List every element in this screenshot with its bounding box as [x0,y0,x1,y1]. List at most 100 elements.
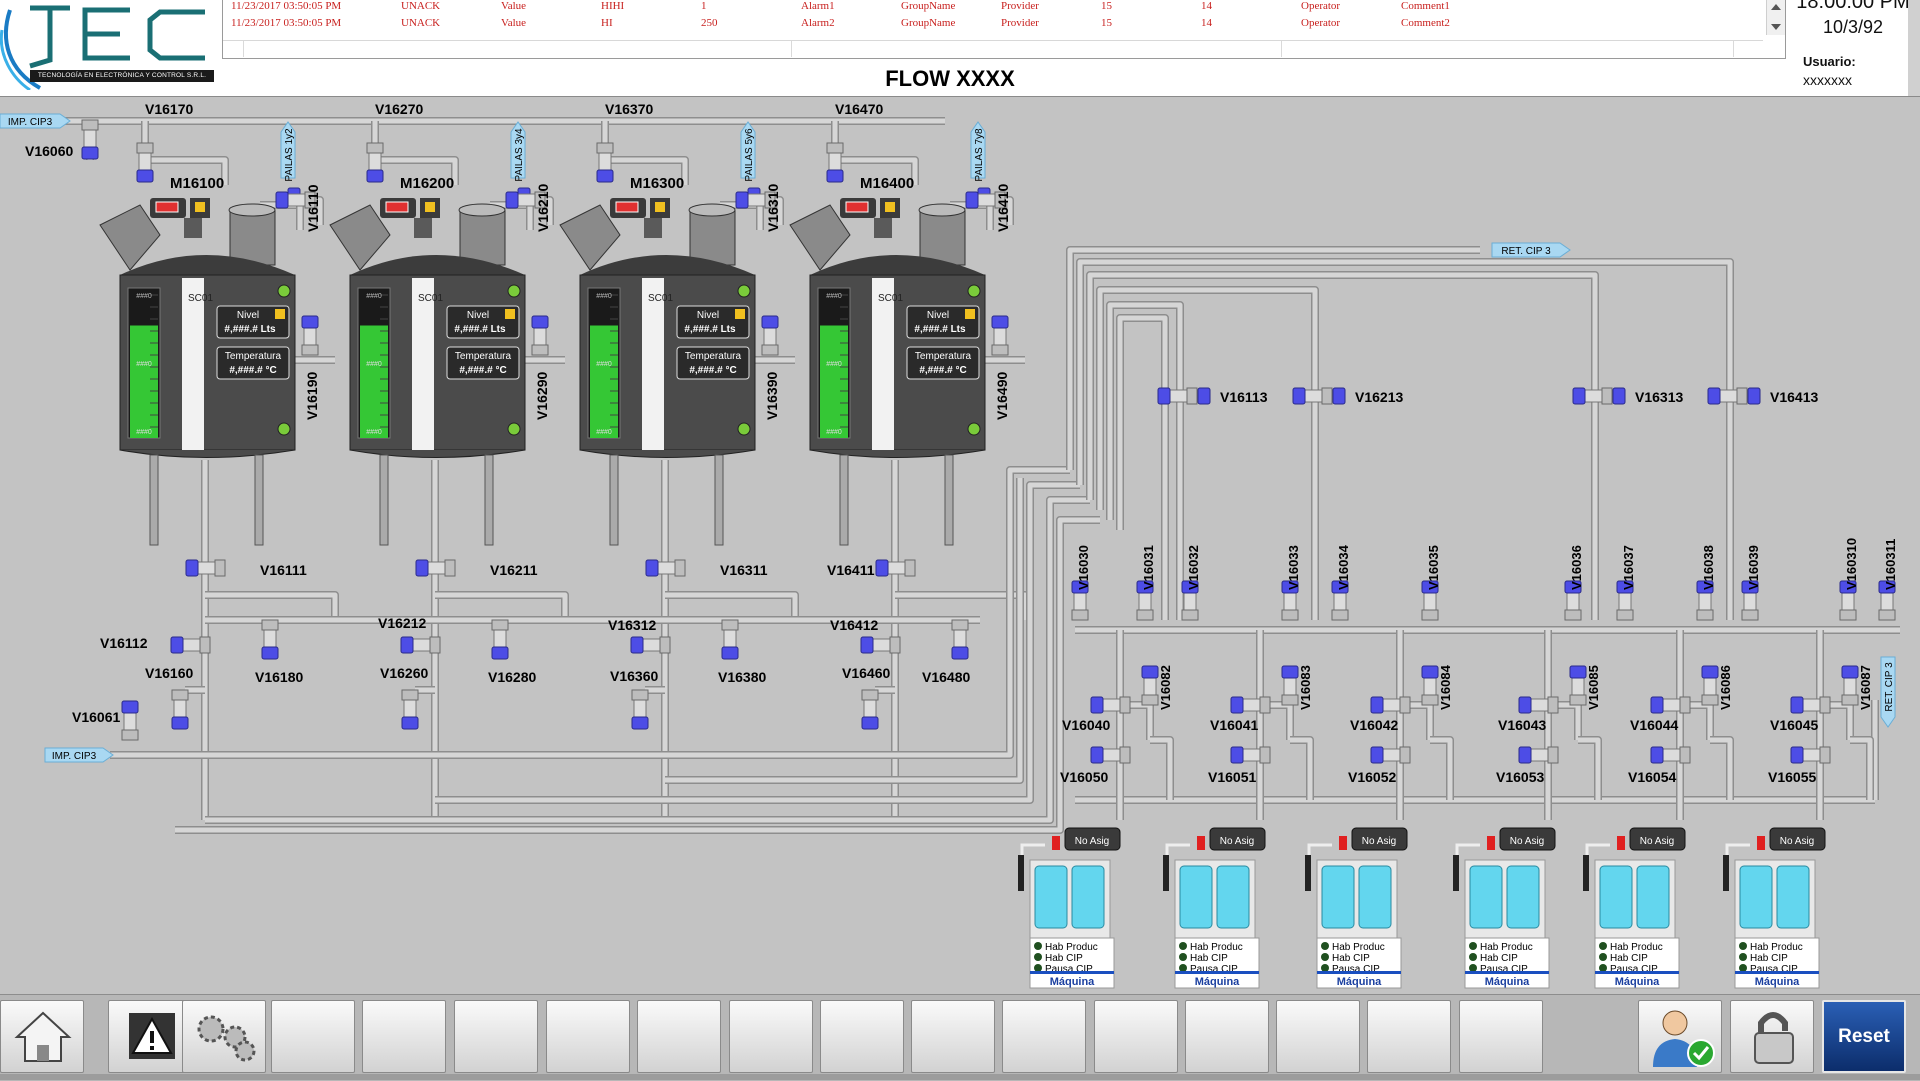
valve-V16030[interactable] [1071,580,1089,621]
valve-V16084[interactable] [1421,665,1439,706]
valve-V16110[interactable] [275,191,316,209]
toolbar-empty-button[interactable] [1459,1000,1543,1073]
valve-V16033[interactable] [1281,580,1299,621]
toolbar-empty-button[interactable] [820,1000,904,1073]
valve-V16087[interactable] [1841,665,1859,706]
valve-V16060[interactable] [81,119,99,160]
valve-V16413[interactable] [1707,387,1748,405]
valve-V16086[interactable] [1701,665,1719,706]
toolbar-empty-button[interactable] [454,1000,538,1073]
toolbar-empty-button[interactable] [1094,1000,1178,1073]
valve-V16037[interactable] [1616,580,1634,621]
valve-V16410[interactable] [965,191,1006,209]
toolbar-empty-button[interactable] [1002,1000,1086,1073]
valve-V160310[interactable] [1839,580,1857,621]
valve-V16039[interactable] [1741,580,1759,621]
valve-V16113[interactable] [1157,387,1198,405]
lock-button[interactable] [1730,1000,1814,1073]
toolbar-empty-button[interactable] [729,1000,813,1073]
valve-V16211[interactable] [415,559,456,577]
valve-V16313[interactable] [1572,387,1613,405]
valve-V16054[interactable] [1650,746,1691,764]
alarm-warning-button[interactable] [108,1000,192,1073]
pailas-arrow-4[interactable]: PAILAS 7y8 [970,121,986,182]
alarm-scrollbar[interactable] [1766,0,1785,35]
valve-V16370[interactable] [596,142,614,183]
reset-button[interactable]: Reset [1822,1000,1906,1073]
valve-V16044[interactable] [1650,696,1691,714]
valve-V16260[interactable] [401,689,419,730]
valve-V16470[interactable] [826,142,844,183]
pailas-arrow-2[interactable]: PAILAS 3y4 [510,121,526,182]
valve-V16112[interactable] [170,636,211,654]
pailas-arrow-1[interactable]: PAILAS 1y2 [280,121,296,182]
valve-V16190[interactable] [301,315,319,356]
valve-V16180[interactable] [261,619,279,660]
valve-V16280[interactable] [491,619,509,660]
valve-V16460[interactable] [861,689,879,730]
valve-V16213[interactable] [1292,387,1333,405]
valve-V16390[interactable] [761,315,779,356]
valve-V16360[interactable] [631,689,649,730]
valve-V16270[interactable] [366,142,384,183]
valve-V16042[interactable] [1370,696,1411,714]
toolbar-empty-button[interactable] [637,1000,721,1073]
toolbar-empty-button[interactable] [362,1000,446,1073]
ret-cip-top-arrow[interactable]: RET. CIP 3 [1491,242,1571,258]
valve-V16043[interactable] [1518,696,1559,714]
valve-V16085[interactable] [1569,665,1587,706]
valve-V16050[interactable] [1090,746,1131,764]
valve-V16480[interactable] [951,619,969,660]
valve-V16311[interactable] [645,559,686,577]
valve-V16055[interactable] [1790,746,1831,764]
home-button[interactable] [0,1000,84,1073]
valve-V16170[interactable] [136,142,154,183]
valve-V16051[interactable] [1230,746,1271,764]
toolbar-empty-button[interactable] [1276,1000,1360,1073]
toolbar-empty-button[interactable] [911,1000,995,1073]
valve-V16412[interactable] [860,636,901,654]
valve-V16082[interactable] [1141,665,1159,706]
toolbar-empty-button[interactable] [1185,1000,1269,1073]
toolbar-empty-button[interactable] [546,1000,630,1073]
valve-V16212[interactable] [400,636,441,654]
toolbar-empty-button[interactable] [1367,1000,1451,1073]
scroll-up-icon[interactable] [1771,4,1781,10]
valve-V16035[interactable] [1421,580,1439,621]
valve-V16411[interactable] [875,559,916,577]
valve-V160311[interactable] [1878,580,1896,621]
valve-V16210[interactable] [505,191,546,209]
valve-V16031[interactable] [1136,580,1154,621]
valve-V16045[interactable] [1790,696,1831,714]
valve-V16061[interactable] [121,700,139,741]
valve-V16034[interactable] [1331,580,1349,621]
valve-V16038[interactable] [1696,580,1714,621]
valve-V16083[interactable] [1281,665,1299,706]
pailas-arrow-3[interactable]: PAILAS 5y6 [740,121,756,182]
valve-V16040[interactable] [1090,696,1131,714]
valve-V16310[interactable] [735,191,776,209]
valve-V16053[interactable] [1518,746,1559,764]
valve-V16380[interactable] [721,619,739,660]
user-login-button[interactable] [1638,1000,1722,1073]
valve-V16312[interactable] [630,636,671,654]
scroll-down-icon[interactable] [1771,24,1781,30]
valve-V16490[interactable] [991,315,1009,356]
gears-button[interactable] [182,1000,266,1073]
toolbar-empty-button[interactable] [271,1000,355,1073]
valve-V16290[interactable] [531,315,549,356]
valve-V16111[interactable] [185,559,226,577]
valve-V16032[interactable] [1181,580,1199,621]
valve-V16041[interactable] [1230,696,1271,714]
